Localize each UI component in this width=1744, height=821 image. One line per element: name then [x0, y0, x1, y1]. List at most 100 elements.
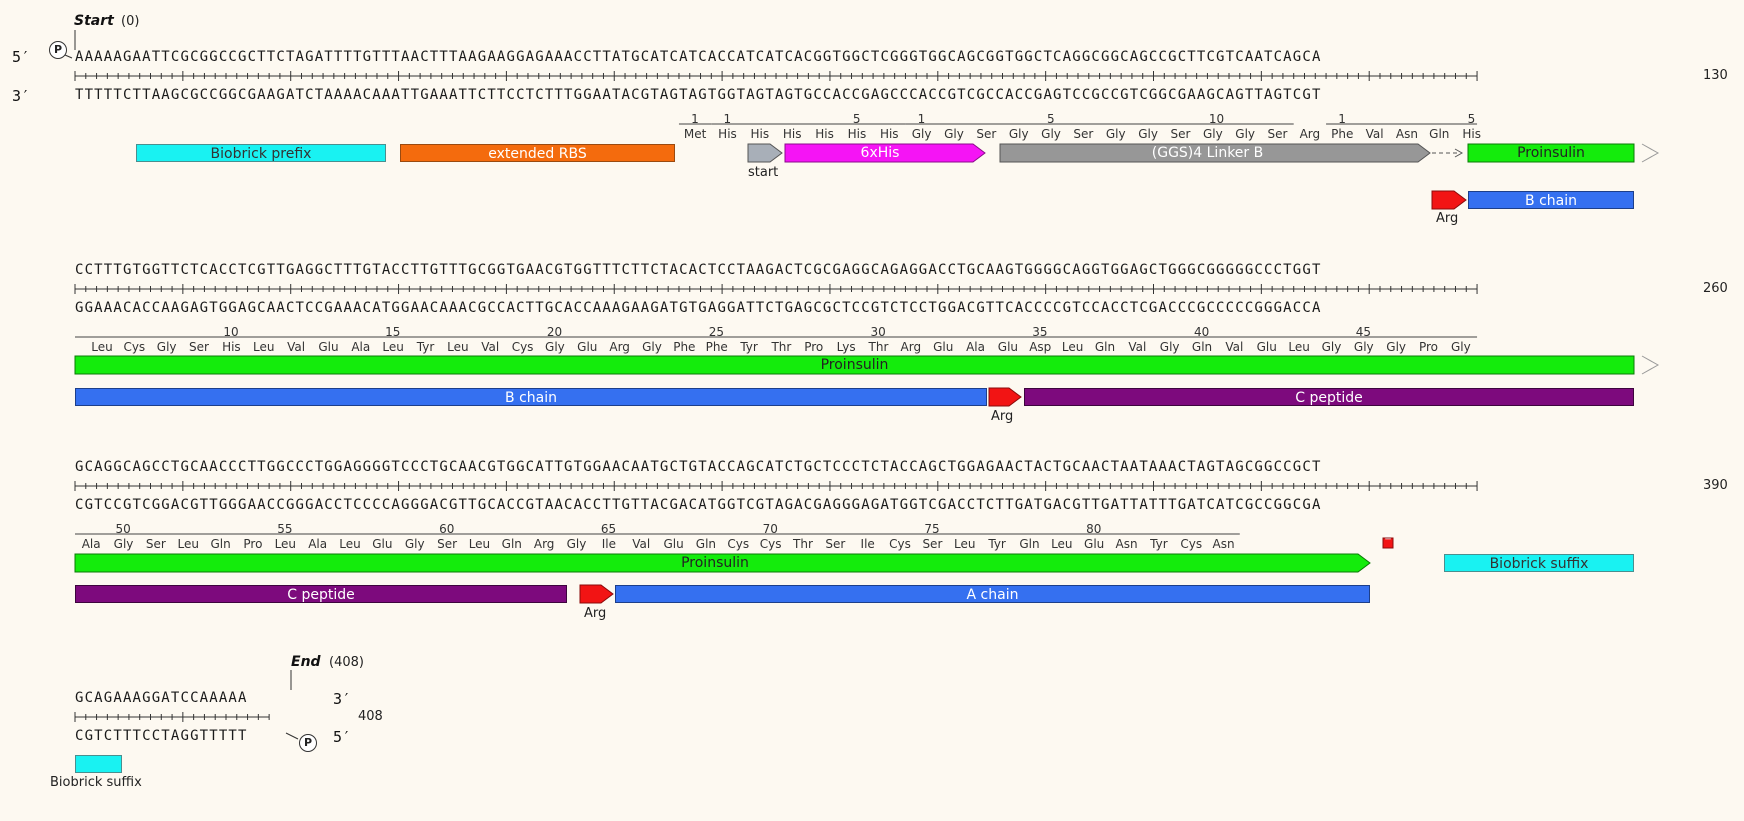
row1-end-number: 130 [1703, 68, 1728, 83]
a-chain-feature[interactable]: A chain [615, 585, 1370, 603]
aa-row3: Gly [566, 537, 587, 551]
aa-linker: Gly [1041, 127, 1061, 141]
stop-codon-symbol: ≡ [1384, 533, 1392, 543]
b-chain-feature-row1[interactable]: B chain [1468, 191, 1634, 209]
arg-label-row3: Arg [584, 606, 607, 621]
proinsulin-row3-arrow [74, 553, 1371, 573]
aa-proins-row1: His [1462, 127, 1481, 141]
five-prime-end-label: 5′ [333, 728, 352, 746]
aa-linker: Gly [1105, 127, 1126, 141]
aa-row2: Glu [997, 340, 1019, 354]
aa-row2: Asp [1029, 340, 1052, 354]
aa-number-row1: 1 [917, 112, 926, 126]
aa-row2: Leu [1061, 340, 1084, 354]
aa-row2: Glu [577, 340, 598, 354]
proinsulin-feature-row1[interactable]: Proinsulin [1517, 145, 1585, 161]
aa-row2: Tyr [740, 340, 758, 354]
aa-row3: Gln [1019, 537, 1040, 551]
aa-number-row2: 35 [1032, 325, 1048, 339]
aa-row3: Gln [501, 537, 522, 551]
aa-row2: Pro [804, 340, 824, 354]
aa-row2: Gly [1321, 340, 1342, 354]
aa-number-row2: 40 [1194, 325, 1210, 339]
linker-feature[interactable]: (GGS)4 Linker B [1151, 145, 1264, 161]
aa-row2: Gly [1353, 340, 1374, 354]
aa-row3: Asn [1212, 537, 1235, 551]
arg-arrow-row1 [1431, 190, 1467, 210]
his-tag-feature[interactable]: 6xHis [860, 145, 900, 161]
aa-row2: Val [287, 340, 306, 354]
aa-row3: Thr [793, 537, 813, 551]
aa-number-row1: 5 [1467, 112, 1476, 126]
start-marker-label: Start [74, 13, 114, 29]
aa-row3: Ser [437, 537, 458, 551]
end-marker-position: (408) [329, 655, 364, 670]
aa-row2: Leu [382, 340, 404, 354]
proinsulin-feature-row2[interactable]: Proinsulin [820, 357, 889, 373]
aa-number-row3: 55 [277, 522, 293, 536]
aa-linker: Gly [911, 127, 932, 141]
aa-row3: Gln [210, 537, 231, 551]
aa-row2: Phe [673, 340, 696, 354]
aa-linker: Gly [1138, 127, 1158, 141]
aa-row2: Glu [1256, 340, 1277, 354]
aa-row3: Ile [860, 537, 875, 551]
aa-row3: Gln [695, 537, 717, 551]
c-peptide-feature-row2[interactable]: C peptide [1024, 388, 1634, 406]
end-marker-label: End [291, 654, 321, 670]
aa-row2: Thr [868, 340, 889, 354]
biobrick-suffix-feature-row4[interactable] [75, 755, 122, 773]
row3-end-number: 390 [1703, 478, 1728, 493]
aa-his: His [879, 127, 899, 141]
aa-row2: Gly [545, 340, 565, 354]
aa-linker: Gly [944, 127, 964, 141]
start-phosphate-link [64, 54, 73, 59]
aa-row2: Gly [642, 340, 662, 354]
aa-row2: Glu [318, 340, 339, 354]
three-prime-label: 3′ [12, 87, 31, 105]
aa-number-row1: 5 [852, 112, 861, 126]
aa-his: His [782, 127, 802, 141]
aa-row3: Asn [1115, 537, 1138, 551]
c-peptide-feature-row3[interactable]: C peptide [75, 585, 567, 603]
aa-row2: Ala [351, 340, 371, 354]
phosphate-5prime-icon: P [49, 41, 67, 59]
aa-row2: Ser [189, 340, 209, 354]
extended-rbs-feature[interactable]: extended RBS [400, 144, 675, 162]
aa-row3: Leu [1051, 537, 1073, 551]
biobrick-suffix-label-row4: Biobrick suffix [50, 775, 142, 790]
aa-his: His [750, 127, 770, 141]
proinsulin-feature-row3[interactable]: Proinsulin [681, 555, 749, 571]
aa-number-row3: 65 [600, 522, 617, 536]
aa-row3: Ala [308, 537, 328, 551]
aa-his: His [718, 127, 737, 141]
b-chain-feature-row2[interactable]: B chain [75, 388, 987, 406]
aa-number-row2: 45 [1355, 325, 1372, 339]
row2-top-strand: CCTTTGTGGTTCTCACCTCGTTGAGGCTTTGTACCTTGTT… [75, 262, 1322, 278]
row2-end-number: 260 [1703, 281, 1728, 296]
aa-linker: Ser [1073, 127, 1094, 141]
start-marker-position: (0) [121, 14, 140, 29]
biobrick-suffix-feature-row3[interactable]: Biobrick suffix [1444, 554, 1634, 572]
end-phosphate-link [285, 732, 299, 740]
aa-row2: Glu [933, 340, 954, 354]
aa-number-row1: 1 [723, 112, 732, 126]
aa-number-row3: 50 [115, 522, 131, 536]
aa-row2: Thr [771, 340, 792, 354]
aa-row2: Arg [900, 340, 922, 354]
row1-top-strand: AAAAAGAATTCGCGGCCGCTTCTAGATTTTGTTTAACTTT… [75, 49, 1322, 65]
aa-his: His [847, 127, 867, 141]
biobrick-prefix-feature[interactable]: Biobrick prefix [136, 144, 386, 162]
aa-row2: Leu [91, 340, 113, 354]
aa-row2: Gln [1191, 340, 1213, 354]
linker-arrow [999, 143, 1431, 163]
aa-row3: Leu [177, 537, 199, 551]
aa-row3: Ile [601, 537, 616, 551]
row2-bottom-strand: GGAAACACCAAGAGTGGAGCAACTCCGAAACATGGAACAA… [75, 300, 1322, 316]
aa-row2: Phe [705, 340, 728, 354]
aa-number-row3: 60 [439, 522, 455, 536]
aa-row3: Cys [727, 537, 750, 551]
aa-row2: Gly [1450, 340, 1471, 354]
three-prime-end-label: 3′ [333, 690, 352, 708]
